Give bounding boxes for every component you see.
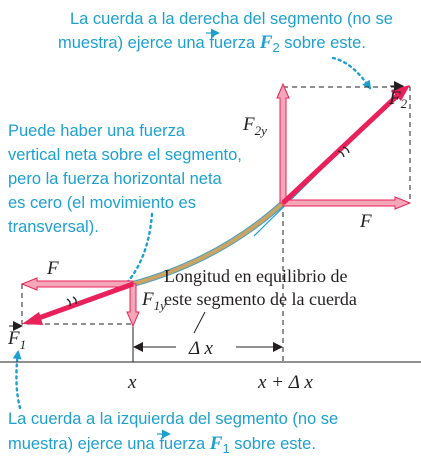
- caption-bottom-line1: La cuerda a la izquierda del segmento (n…: [8, 410, 338, 428]
- label-f1: F1: [7, 328, 26, 352]
- caption-top-vector-f2-sub: 2: [272, 40, 279, 55]
- label-f-right: F: [359, 211, 372, 232]
- caption-left-line2: vertical neta sobre el segmento,: [8, 146, 242, 164]
- f1-angle-mark: [66, 296, 77, 307]
- f1-horizontal-component-arrow: [20, 277, 134, 291]
- length-label-pointer: [193, 311, 206, 334]
- caption-top-vector-f2: F: [259, 32, 273, 53]
- f1-vertical-component-arrow: [126, 283, 140, 328]
- caption-top-line2: muestra) ejerce una fuerza F2 sobre este…: [58, 32, 366, 55]
- f1-force-arrow: [35, 281, 134, 322]
- caption-bottom-pointer: [12, 350, 22, 410]
- caption-bottom-vector-f1-sub: 1: [222, 441, 229, 456]
- f2-vertical-component-arrow: [276, 82, 290, 204]
- delta-x-label: Δ x: [188, 338, 214, 359]
- label-f-left: F: [46, 258, 59, 279]
- label-f1y: F1y: [141, 289, 166, 313]
- axis-label-x: x: [127, 372, 137, 393]
- string-segment-fill: [131, 201, 285, 286]
- f2-horizontal-component-arrow: [282, 196, 412, 210]
- caption-left-line3: pero la fuerza horizontal neta: [8, 170, 223, 188]
- length-label-line1: Longitud en equilibrio de: [164, 266, 347, 286]
- caption-bottom-vector-f1: F: [209, 433, 223, 454]
- f2-force-arrow: [281, 93, 400, 205]
- axis-label-x-plus-dx: x + Δ x: [257, 372, 313, 393]
- caption-top-pointer: [331, 56, 372, 90]
- caption-left-line1: Puede haber una fuerza: [8, 122, 186, 140]
- f1-force-arrowhead: [22, 312, 43, 325]
- caption-top-line2-post: sobre este.: [280, 34, 366, 52]
- caption-bottom-line2-post: sobre este.: [230, 435, 316, 453]
- caption-top-line2-pre: muestra) ejerce una fuerza: [58, 34, 260, 52]
- caption-bottom-line2-pre: muestra) ejerce una fuerza: [8, 435, 210, 453]
- label-f2y: F2y: [242, 114, 267, 138]
- caption-left-line4: es cero (el movimiento es: [8, 194, 196, 212]
- length-label-line2: este segmento de la cuerda: [164, 289, 357, 309]
- f2-angle-mark: [337, 146, 350, 158]
- label-f2: F2: [388, 88, 408, 111]
- caption-top-line1: La cuerda a la derecha del segmento (no …: [70, 10, 393, 28]
- caption-bottom-line2: muestra) ejerce una fuerza F1 sobre este…: [8, 433, 316, 456]
- caption-left-line5: transversal).: [8, 218, 99, 236]
